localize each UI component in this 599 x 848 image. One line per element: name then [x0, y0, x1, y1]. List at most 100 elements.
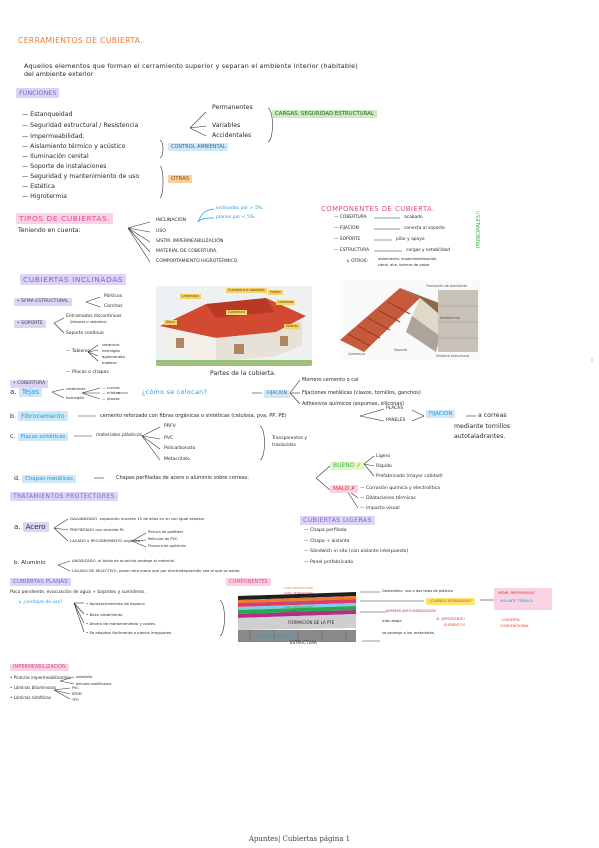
tablero-item: cerámico — [102, 342, 120, 347]
roof-tag: Aislamiento — [440, 316, 460, 320]
tipo-item: COMPORTAMIENTO HIGROTÉRMICO. — [156, 259, 239, 264]
principales-side-note: PRINCIPALES!! — [476, 210, 482, 248]
componente-key: — SOPORTE — [334, 237, 361, 242]
formacion-label: FORMACIÓN DE LA PTE — [288, 620, 335, 625]
tableros-label: — Tableros — [66, 349, 90, 354]
fijacion-item: Mortero cemento o cal — [302, 377, 359, 383]
malo-item: — Dilataciones térmicas — [360, 496, 416, 501]
tipo-item: USO — [156, 229, 166, 234]
tejas-type: cerámicas — [66, 386, 86, 391]
fibro-branch: PLACAS — [386, 406, 403, 411]
chapa-text: Chapas perfiladas de acero o aluminio so… — [116, 475, 250, 481]
membrana-line: MEMB. IMPERMEABLE — [498, 591, 535, 595]
placas-label: — Placas o chapas — [66, 370, 109, 375]
fibro-end: autotaladrantes. — [454, 433, 506, 440]
funciones-heading: FUNCIONES — [16, 88, 60, 98]
fibro-text: cemento reforzado con fibras orgánicas o… — [100, 413, 287, 419]
tejas-shape: — mixtas — [102, 390, 120, 395]
imperm-item: • Láminas sintéticas — [10, 695, 51, 700]
inclinadas-heading: CUBIERTAS INCLINADAS — [20, 274, 127, 285]
roof-section-illustration: Formación de pendiente Aislamiento Cober… — [340, 280, 480, 360]
planas-item: • Se adaptan fácilmente a planos irregul… — [86, 630, 172, 635]
otros-value: cáma. aire, barrera de vapor — [378, 263, 430, 267]
componentes-heading: COMPONENTES DE CUBIERTA. — [321, 205, 435, 213]
tejas-type: hormigón — [66, 395, 85, 400]
acero-sub: Fluoruro de polivinilo — [148, 544, 186, 548]
house-tag: Alero — [164, 320, 177, 325]
otros-value: aislamiento, impermeabilización, — [378, 257, 438, 261]
partes-caption: Partes de la cubierta. — [210, 370, 276, 377]
malo-item: — Corrosión química y electrolítica — [360, 486, 440, 491]
funcion-item: — Impermeabilidad. — [22, 133, 85, 140]
sint-item: Policarbonato — [164, 446, 196, 451]
componente-key: — FIJACIÓN — [334, 226, 359, 231]
componentes2-heading: COMPONENTES — [226, 578, 271, 586]
page-footer: Apuntes| Cubiertas página 1 — [248, 835, 351, 843]
acero-sub: Películas de PVC — [148, 537, 178, 541]
funcion-item: — Aislamiento térmico y acústico — [22, 143, 126, 150]
imperm-sub: EPDM — [72, 692, 82, 696]
malo-item: — Impacto visual — [360, 506, 400, 511]
sfma-label: • SFMA ESTRUCTURAL — [14, 298, 72, 306]
malo-label: MALO ✗ — [330, 485, 359, 493]
acero-item: LACADO o RECUBRIMIENTO orgánico — [70, 538, 141, 543]
house-tag: Cumbrera o caballete — [226, 288, 267, 293]
cubierta-conv: CONVENCIONAL — [500, 624, 529, 628]
ligera-item: — Panel prefabricado — [304, 560, 354, 565]
componente-value: cargas y estabilidad — [406, 248, 451, 253]
tablero-item: hormigón — [102, 348, 121, 353]
roof-section-drawing — [340, 288, 478, 352]
imperm-item: • Láminas bituminosas — [10, 685, 57, 690]
funcion-item: — Seguridad estructural / Resistencia — [22, 122, 139, 129]
fibro-fijacion: FIJACIÓN — [426, 410, 456, 418]
imperm-item: • Pinturas impermeabilizantes — [10, 675, 71, 680]
house-tag: Cobertura — [226, 310, 248, 315]
fijacion-item: Fijaciones metálicas (clavos, tornillos,… — [302, 390, 421, 396]
tratamientos-heading: TRATAMIENTOS PROTECTORES — [10, 492, 118, 501]
fibro-end: a correas — [478, 412, 507, 419]
house-tag: Limahoya — [180, 294, 201, 299]
planas-item: • Buen aislamiento — [86, 612, 123, 617]
right-note: ¿CUÁNDO SEPARADOR? — [426, 598, 475, 605]
acero-item: GALVANIZADO, exposición durante 15 de añ… — [70, 516, 205, 521]
ligera-item: — Chapa perfilada — [304, 528, 347, 533]
tablero-item: aglomerado — [102, 354, 125, 359]
layer-label: AISLANTE TÉRMICO — [284, 600, 314, 604]
intro-line-2: del ambiente exterior — [24, 70, 94, 78]
fibro-branch: PANELES — [386, 418, 406, 423]
imperm-sub: PVC — [72, 686, 79, 690]
mas-abajo: más abajo — [382, 618, 402, 623]
imperm-sub: oxiasfalto — [76, 675, 93, 679]
aluminio-item: ANODIZADO, el óxido de aluminio protege … — [72, 558, 176, 563]
tipo-item: INCLINACIÓN — [156, 218, 187, 223]
protege-note: se protege a los materiales. — [382, 630, 435, 635]
impermeabilizacion-heading: IMPERMEABILIZACIÓN — [10, 664, 69, 671]
sint-item: PRFV — [164, 424, 176, 429]
componente-key: — COBERTURA — [334, 215, 367, 220]
roof-tag: Soporte — [394, 348, 408, 352]
sfma-item: Cerchas — [104, 304, 123, 309]
soporte-label: • SOPORTE — [14, 320, 46, 328]
planas-item: • Aprovechamiento de espacio — [86, 601, 145, 606]
sint-item: Metacrilato — [164, 457, 190, 462]
chapa-label: d. Chapas metálicas — [14, 474, 76, 483]
control-box: CONTROL AMBIENTAL — [168, 143, 229, 151]
layer-label: CAPA SEPARADORA — [284, 591, 313, 595]
funcion-item: — Estética — [22, 183, 55, 190]
roof-tag: Formación de pendiente — [426, 284, 468, 288]
bueno-item: Ligero — [376, 454, 391, 459]
sint-end: Transparentes y — [272, 436, 307, 441]
carga-item: Variables — [212, 122, 241, 129]
ligera-item: — Sándwich in situ (con aislante interpu… — [304, 549, 409, 554]
tipo-item: SISTM. IMPERMEABILIZACIÓN — [156, 239, 224, 244]
funcion-item: — Iluminación cenital — [22, 153, 89, 160]
como-question: ¿cómo se colocan? — [142, 389, 208, 396]
planas-item: • Ahorro de mantenimiento y costes — [86, 621, 156, 626]
inclinacion-note: planas por < 5%. — [216, 215, 256, 220]
planas-lead: Poca pendiente, evacuación de agua + baj… — [10, 590, 146, 595]
bueno-item: Prefabricado (mayor calidad) — [376, 474, 443, 479]
componente-key: — ESTRUCTURA — [334, 248, 370, 253]
ligeras-heading: CUBIERTAS LIGERAS — [300, 516, 375, 525]
aluminio-label: b. Aluminio — [14, 560, 46, 566]
membrana-box: MEMB. IMPERMEABLE AISLANTE TÉRMICO — [494, 588, 552, 610]
